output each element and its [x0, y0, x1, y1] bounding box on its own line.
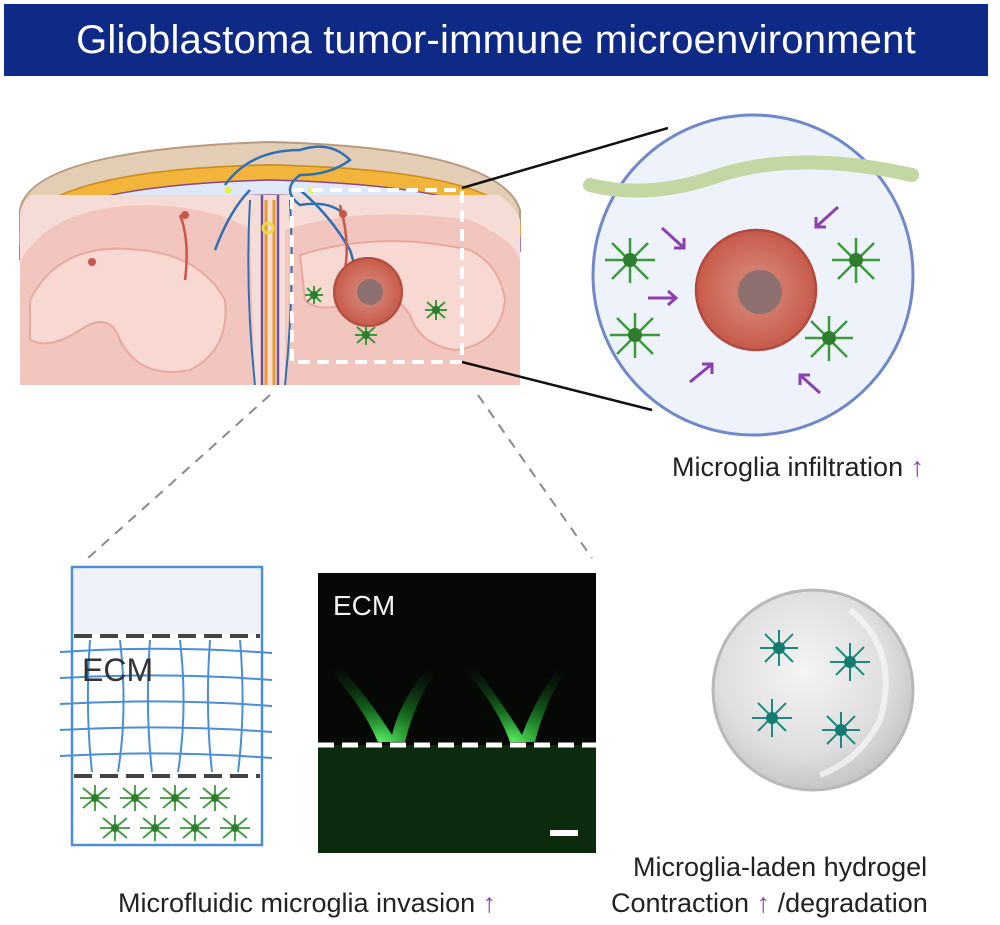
invasion-caption: Microfluidic microglia invasion ↑	[118, 888, 497, 918]
micrograph-ecm-label: ECM	[333, 590, 396, 621]
schematic-ecm-label: ECM	[82, 652, 154, 688]
hydrogel-caption-line2: Contraction ↑ /degradation	[611, 888, 928, 918]
infiltration-caption: Microglia infiltration ↑	[672, 452, 925, 482]
brain-cross-section	[19, 140, 521, 386]
connector-lines	[87, 126, 669, 559]
up-arrow-icon: ↑	[756, 888, 771, 918]
microfluidic-schematic	[59, 565, 273, 847]
scale-bar	[550, 830, 578, 836]
fluorescence-micrograph	[318, 573, 596, 853]
up-arrow-icon: ↑	[910, 452, 925, 482]
hydrogel-caption-line1: Microglia-laden hydrogel	[633, 852, 928, 882]
hydrogel-dish	[711, 588, 915, 792]
zoomed-tumor-circle	[583, 113, 919, 437]
diagram-title: Glioblastoma tumor-immune microenvironme…	[76, 18, 916, 62]
up-arrow-icon: ↑	[482, 888, 497, 918]
title-banner: Glioblastoma tumor-immune microenvironme…	[4, 4, 988, 76]
